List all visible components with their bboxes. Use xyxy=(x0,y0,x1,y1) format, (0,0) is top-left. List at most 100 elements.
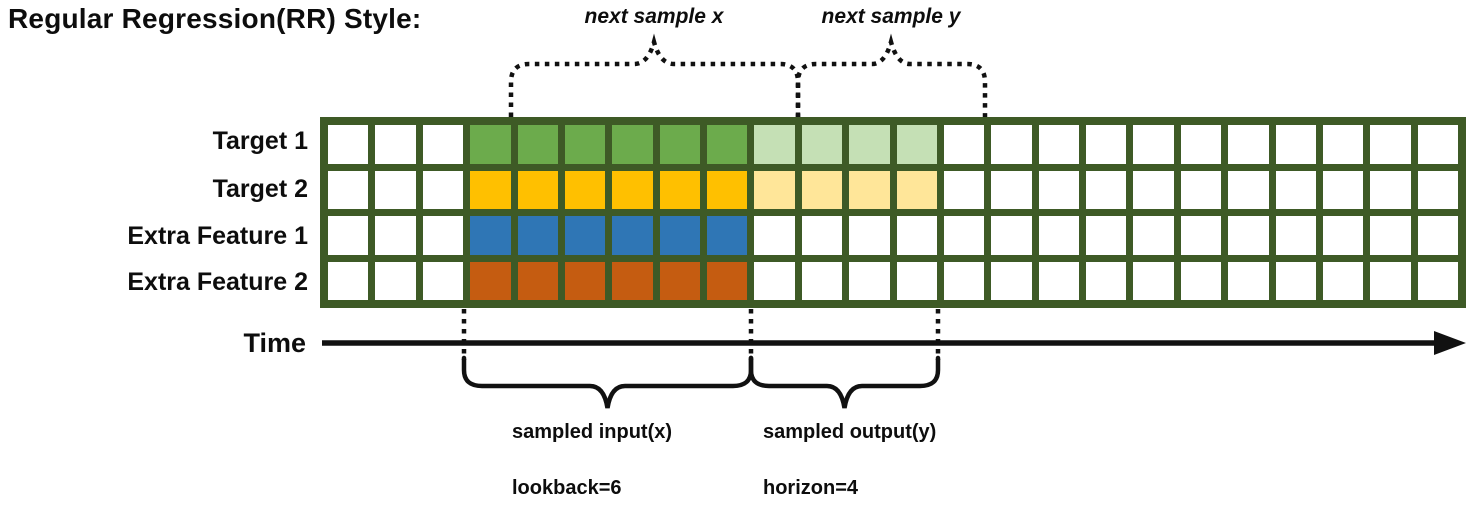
grid-cell xyxy=(470,261,511,300)
grid-cell xyxy=(1275,170,1316,209)
grid-cell xyxy=(896,125,937,164)
grid-cell xyxy=(707,125,748,164)
grid-cell xyxy=(1322,261,1364,300)
grid-cell xyxy=(422,261,464,300)
grid-cell xyxy=(849,170,890,209)
grid-cell xyxy=(422,170,464,209)
grid-cell xyxy=(564,261,606,300)
grid-cell xyxy=(470,216,511,255)
next-sample-y-label: next sample y xyxy=(821,5,961,28)
grid-cell xyxy=(754,261,795,300)
grid-cell xyxy=(422,125,464,164)
row-label-extra-feature-2: Extra Feature 2 xyxy=(127,268,308,296)
grid-cell xyxy=(1228,170,1269,209)
grid-cell xyxy=(1180,125,1222,164)
grid-cell xyxy=(517,125,558,164)
grid-cell xyxy=(1417,170,1458,209)
grid-cell xyxy=(328,125,369,164)
sampled-input-title: sampled input(x) xyxy=(512,421,673,443)
grid-cell xyxy=(1370,125,1411,164)
grid-cell xyxy=(896,170,937,209)
time-axis-label: Time xyxy=(243,328,306,358)
grid-cell xyxy=(754,170,795,209)
page-title: Regular Regression(RR) Style: xyxy=(8,3,422,34)
grid-cell xyxy=(754,216,795,255)
grid-cell xyxy=(470,125,511,164)
grid-cell xyxy=(943,216,985,255)
grid-cell xyxy=(896,261,937,300)
grid-cell xyxy=(328,216,369,255)
row-label-target-1: Target 1 xyxy=(212,127,308,155)
grid-cell xyxy=(422,216,464,255)
grid-cell xyxy=(1133,261,1174,300)
grid-cell xyxy=(991,261,1032,300)
grid-cell xyxy=(1086,125,1127,164)
grid-cell xyxy=(1228,261,1269,300)
grid-cell xyxy=(1133,170,1174,209)
row-label-extra-feature-1: Extra Feature 1 xyxy=(127,222,308,250)
sampled-output-title: sampled output(y) xyxy=(763,421,937,443)
grid-cell xyxy=(375,216,416,255)
grid-cell xyxy=(801,261,843,300)
grid-cell xyxy=(612,170,653,209)
grid-cell xyxy=(1322,125,1364,164)
sampled-output-brace xyxy=(748,355,941,409)
grid-cell xyxy=(1038,261,1079,300)
grid-cell xyxy=(849,261,890,300)
grid-cell xyxy=(1180,170,1222,209)
grid-cell xyxy=(1228,125,1269,164)
grid-cell xyxy=(1417,216,1458,255)
grid-cell xyxy=(1133,125,1174,164)
grid-cell xyxy=(991,216,1032,255)
grid-cell xyxy=(375,170,416,209)
grid-cell xyxy=(328,261,369,300)
grid-cell xyxy=(896,216,937,255)
grid-cell xyxy=(943,170,985,209)
next-sample-x-brace xyxy=(508,33,801,117)
grid-cell xyxy=(1038,216,1079,255)
grid-cell xyxy=(943,261,985,300)
grid-cell xyxy=(1322,216,1364,255)
sampled-input-annotation: sampled input(x) lookback=6 input_featur… xyxy=(512,418,715,516)
grid-cell xyxy=(1038,170,1079,209)
grid-cell xyxy=(1417,261,1458,300)
grid-cell xyxy=(707,261,748,300)
grid-cell xyxy=(1275,125,1316,164)
grid-cell xyxy=(1086,170,1127,209)
grid-cell xyxy=(1370,170,1411,209)
grid-cell xyxy=(801,216,843,255)
grid-cell xyxy=(1086,261,1127,300)
grid-cell xyxy=(659,216,700,255)
grid-cell xyxy=(659,261,700,300)
grid-cell xyxy=(991,125,1032,164)
grid-cell xyxy=(1370,261,1411,300)
grid-cell xyxy=(612,216,653,255)
horizon-value: horizon=4 xyxy=(763,477,859,499)
grid-cell xyxy=(943,125,985,164)
grid-cell xyxy=(1275,261,1316,300)
time-arrow-head xyxy=(1434,331,1466,355)
row-label-target-2: Target 2 xyxy=(212,175,308,203)
grid-cell xyxy=(707,216,748,255)
lookback-value: lookback=6 xyxy=(512,477,622,499)
grid-cell xyxy=(328,170,369,209)
grid-cell xyxy=(564,216,606,255)
grid-cell xyxy=(375,261,416,300)
grid-cell xyxy=(1322,170,1364,209)
grid-cell xyxy=(801,170,843,209)
grid-cell xyxy=(707,170,748,209)
grid-cell xyxy=(1370,216,1411,255)
next-sample-x-label: next sample x xyxy=(584,5,724,28)
grid-cell xyxy=(1228,216,1269,255)
grid-cell xyxy=(849,216,890,255)
grid-cell xyxy=(1086,216,1127,255)
grid-cell xyxy=(612,261,653,300)
grid-cell xyxy=(470,170,511,209)
grid-cell xyxy=(375,125,416,164)
grid-cell xyxy=(754,125,795,164)
grid-cell xyxy=(659,170,700,209)
grid-cell xyxy=(517,261,558,300)
grid-cell xyxy=(517,170,558,209)
grid-cell xyxy=(849,125,890,164)
